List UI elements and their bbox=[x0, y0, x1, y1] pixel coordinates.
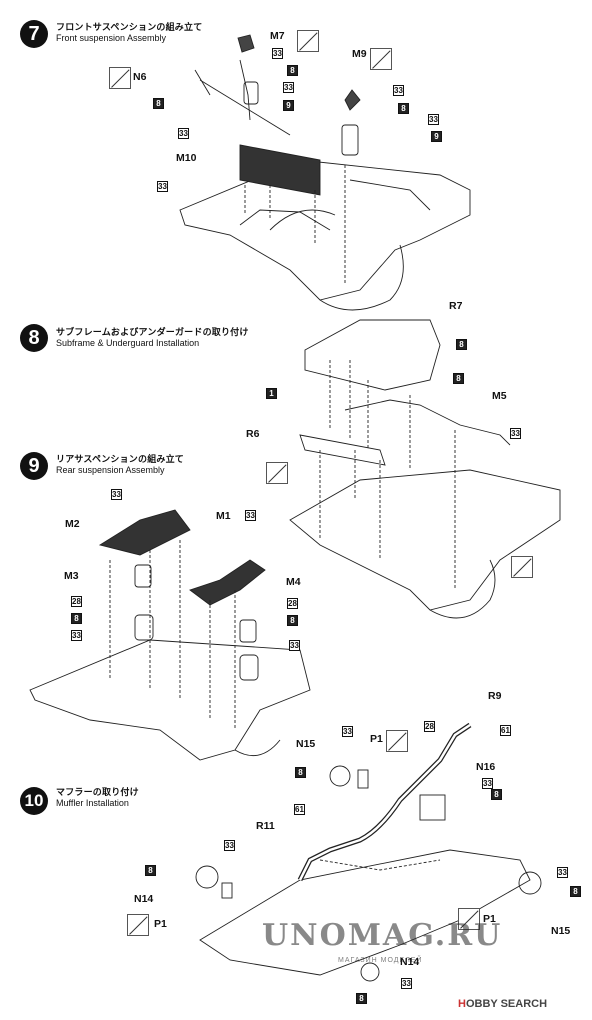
step-9-title-en: Rear suspension Assembly bbox=[56, 465, 165, 475]
no-glue-icon bbox=[266, 462, 288, 484]
ref-badge: 8 bbox=[71, 613, 82, 624]
part-label-n14: N14 bbox=[134, 893, 154, 905]
ref-badge: 8 bbox=[453, 373, 464, 384]
step-10-title-en: Muffler Installation bbox=[56, 798, 129, 808]
no-glue-icon bbox=[370, 48, 392, 70]
step-8-title-en: Subframe & Underguard Installation bbox=[56, 338, 200, 348]
part-label-r11: R11 bbox=[256, 820, 275, 832]
part-label-m5: M5 bbox=[492, 390, 507, 402]
ref-badge: 8 bbox=[491, 789, 502, 800]
ref-badge: 28 bbox=[287, 598, 298, 609]
ref-badge: 33 bbox=[401, 978, 412, 989]
step-8-number: 8 bbox=[20, 324, 48, 352]
step-7-number: 7 bbox=[20, 20, 48, 48]
watermark-subtitle: МАГАЗИН МОДЕЛЕЙ bbox=[338, 957, 423, 964]
ref-badge: 8 bbox=[398, 103, 409, 114]
part-label-m3: M3 bbox=[64, 570, 79, 582]
ref-badge: 33 bbox=[272, 48, 283, 59]
watermark-logo: UNOMAG.RU bbox=[262, 918, 503, 953]
no-glue-icon bbox=[458, 908, 480, 930]
ref-badge: 33 bbox=[224, 840, 235, 851]
step-10-number: 10 bbox=[20, 787, 48, 815]
step-7-title-en: Front suspension Assembly bbox=[56, 33, 167, 43]
ref-badge: 33 bbox=[245, 510, 256, 521]
ref-badge: 61 bbox=[294, 804, 305, 815]
no-glue-icon bbox=[109, 67, 131, 89]
ref-badge: 8 bbox=[287, 65, 298, 76]
ref-badge: 9 bbox=[283, 100, 294, 111]
step-7-title-jp: フロントサスペンションの組み立て bbox=[56, 22, 203, 32]
part-label-m7: M7 bbox=[270, 30, 285, 42]
ref-badge: 8 bbox=[153, 98, 164, 109]
ref-badge: 33 bbox=[157, 181, 168, 192]
credit-text: OBBY SEARCH bbox=[465, 998, 548, 1010]
part-label-n15: N15 bbox=[551, 925, 571, 937]
part-label-r6: R6 bbox=[246, 428, 260, 440]
ref-badge: 33 bbox=[289, 640, 300, 651]
part-label-p1: P1 bbox=[154, 918, 167, 930]
part-label-n16: N16 bbox=[476, 761, 496, 773]
part-label-n15: N15 bbox=[296, 738, 316, 750]
ref-badge: 61 bbox=[500, 725, 511, 736]
no-glue-icon bbox=[127, 914, 149, 936]
ref-badge: 1 bbox=[266, 388, 277, 399]
ref-badge: 8 bbox=[356, 993, 367, 1004]
ref-badge: 33 bbox=[428, 114, 439, 125]
ref-badge: 8 bbox=[456, 339, 467, 350]
no-glue-icon bbox=[386, 730, 408, 752]
step-8-title-jp: サブフレームおよびアンダーガードの取り付け bbox=[56, 327, 249, 337]
hobby-search-credit: HOBBY SEARCH bbox=[458, 998, 547, 1010]
ref-badge: 28 bbox=[71, 596, 82, 607]
part-label-m1: M1 bbox=[216, 510, 231, 522]
ref-badge: 33 bbox=[111, 489, 122, 500]
ref-badge: 28 bbox=[424, 721, 435, 732]
part-label-m9: M9 bbox=[352, 48, 367, 60]
part-label-p1: P1 bbox=[370, 733, 383, 745]
part-label-m4: M4 bbox=[286, 576, 301, 588]
credit-initial: H bbox=[458, 998, 466, 1010]
part-label-m10: M10 bbox=[176, 152, 197, 164]
ref-badge: 33 bbox=[393, 85, 404, 96]
ref-badge: 33 bbox=[510, 428, 521, 439]
part-label-r7: R7 bbox=[449, 300, 463, 312]
ref-badge: 33 bbox=[178, 128, 189, 139]
ref-badge: 8 bbox=[295, 767, 306, 778]
ref-badge: 33 bbox=[71, 630, 82, 641]
no-glue-icon bbox=[297, 30, 319, 52]
part-label-m2: M2 bbox=[65, 518, 80, 530]
step-10-title-jp: マフラーの取り付け bbox=[56, 787, 139, 797]
part-label-n6: N6 bbox=[133, 71, 147, 83]
ref-badge: 33 bbox=[557, 867, 568, 878]
ref-badge: 33 bbox=[342, 726, 353, 737]
part-label-n14: N14 bbox=[400, 956, 420, 968]
ref-badge: 8 bbox=[145, 865, 156, 876]
ref-badge: 8 bbox=[570, 886, 581, 897]
no-glue-icon bbox=[511, 556, 533, 578]
ref-badge: 8 bbox=[287, 615, 298, 626]
part-label-p1: P1 bbox=[483, 913, 496, 925]
ref-badge: 33 bbox=[482, 778, 493, 789]
step-9-title-jp: リアサスペンションの組み立て bbox=[56, 454, 184, 464]
step-9-number: 9 bbox=[20, 452, 48, 480]
ref-badge: 33 bbox=[283, 82, 294, 93]
part-label-r9: R9 bbox=[488, 690, 502, 702]
ref-badge: 9 bbox=[431, 131, 442, 142]
